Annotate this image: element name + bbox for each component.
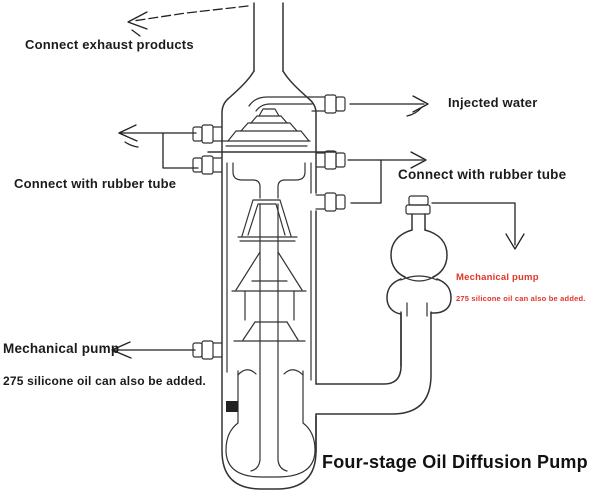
jet-stage-3-umbrella — [233, 321, 306, 342]
exhaust-arrow — [127, 5, 249, 37]
left-band-hose-nozzle — [192, 155, 223, 175]
label-rubber-tube-left: Connect with rubber tube — [14, 176, 177, 191]
boiler-inner-vessel — [225, 369, 316, 478]
jet-stage-1-cone — [237, 199, 298, 242]
label-injected-water: Injected water — [448, 95, 538, 110]
injected-water-arrow — [349, 95, 429, 117]
rubber-tube-right-bracket-arrow — [347, 151, 427, 204]
injected-water-nozzle — [311, 94, 346, 114]
condenser-dome — [207, 70, 337, 153]
label-rubber-tube-right: Connect with rubber tube — [398, 167, 567, 182]
water-inlet-inner-tube — [248, 96, 313, 112]
inner-funnel — [232, 162, 306, 199]
foreline-return-elbow — [315, 311, 432, 415]
diagram-title: Four-stage Oil Diffusion Pump — [322, 452, 588, 472]
label-connect-exhaust-products: Connect exhaust products — [25, 37, 194, 52]
label-mechanical-pump-right: Mechanical pump — [456, 272, 539, 283]
exhaust-neck-tube — [253, 2, 284, 72]
label-silicone-oil-left: 275 silicone oil can also be added. — [3, 374, 207, 388]
mechanical-pump-left-arrow — [111, 341, 196, 359]
central-jet-column — [250, 203, 288, 472]
right-lower-hose-nozzle — [315, 192, 346, 212]
top-jet-cap-stack — [221, 108, 311, 147]
heater-mark — [226, 401, 238, 412]
mechanical-pump-nozzle — [192, 340, 223, 360]
pump-body-wall — [221, 151, 317, 490]
right-band-hose-nozzle — [315, 150, 346, 170]
rubber-tube-left-bracket-arrow — [118, 124, 199, 169]
cold-trap-flask — [386, 195, 452, 367]
left-upper-hose-nozzle — [192, 124, 223, 144]
jet-stage-2-umbrella — [231, 251, 307, 321]
label-mechanical-pump-left: Mechanical pump — [3, 341, 120, 356]
mechanical-pump-right-arrow — [431, 202, 525, 250]
label-silicone-oil-right: 275 silicone oil can also be added. — [456, 294, 586, 303]
